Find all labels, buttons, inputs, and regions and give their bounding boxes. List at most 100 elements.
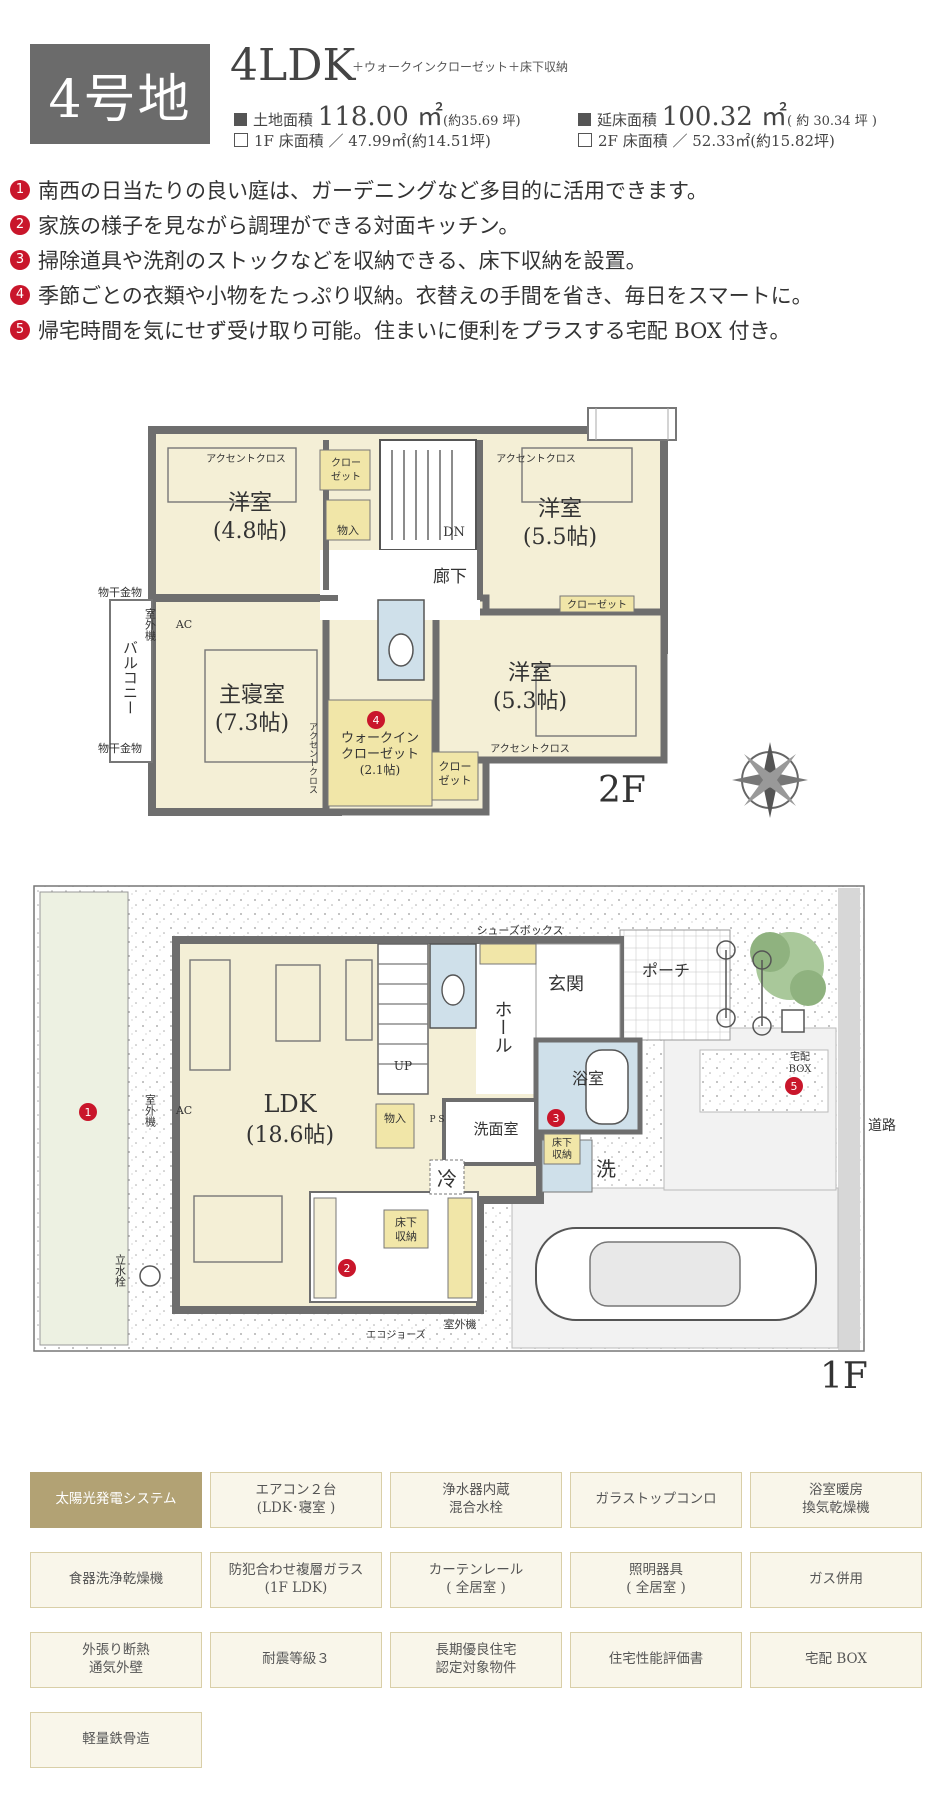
room-size: (4.8帖): [213, 519, 287, 544]
room-label: 廊下: [433, 567, 467, 587]
feature-item: 耐震等級３: [210, 1632, 382, 1688]
plan-extra: ＋ウォークインクローゼット＋床下収納: [352, 60, 569, 74]
svg-text:ゼット: ゼット: [439, 774, 472, 787]
road-label: 道路: [868, 1118, 896, 1134]
svg-text:収納: 収納: [552, 1148, 572, 1161]
svg-text:物入: 物入: [337, 523, 359, 537]
room-label: ウォークイン: [341, 731, 419, 746]
filled-square-icon: [578, 113, 591, 126]
feature-item: 防犯合わせ複層ガラス (1F LDK): [210, 1552, 382, 1608]
svg-text:1: 1: [85, 1106, 92, 1119]
svg-text:収納: 収納: [395, 1230, 417, 1243]
svg-text:シューズボックス: シューズボックス: [476, 923, 563, 937]
square-icon: [234, 133, 248, 147]
svg-text:物干金物: 物干金物: [98, 741, 142, 755]
svg-text:床下: 床下: [395, 1215, 417, 1229]
svg-text:アクセントクロス: アクセントクロス: [490, 743, 570, 755]
room-label: ポーチ: [642, 961, 690, 980]
room-label: クローゼット: [341, 747, 419, 762]
feature-item: 浄水器内蔵 混合水栓: [390, 1472, 562, 1528]
room-label: LDK: [263, 1090, 317, 1118]
floor-label-1f: 1F: [820, 1356, 868, 1397]
square-icon: [578, 133, 592, 147]
svg-text:アクセントクロス: アクセントクロス: [496, 453, 576, 465]
compass-icon: [732, 742, 808, 818]
feature-item: エアコン２台 (LDK･寝室 ): [210, 1472, 382, 1528]
svg-text:2: 2: [344, 1262, 351, 1275]
svg-text:物干金物: 物干金物: [98, 585, 142, 599]
svg-text:アクセントクロス: アクセントクロス: [206, 453, 286, 465]
total-floor-area: 延床面積 100.32 ㎡( 約 30.34 坪 ): [578, 96, 877, 133]
room-label: 洗面室: [473, 1120, 518, 1138]
land-area: 土地面積 118.00 ㎡(約35.69 坪): [234, 96, 521, 133]
second-floor-area: 2F 床面積 ／ 52.33㎡(約15.82坪): [578, 130, 835, 151]
second-floor-plan: [109, 407, 808, 818]
svg-text:宅配: 宅配: [790, 1050, 810, 1063]
first-floor-area: 1F 床面積 ／ 47.99㎡(約14.51坪): [234, 130, 491, 151]
svg-text:AC: AC: [175, 1104, 192, 1117]
lot-number-badge: 4号地: [30, 44, 210, 144]
room-label: 玄関: [548, 974, 584, 995]
stair-label: DN: [443, 525, 465, 540]
room-label: 洋室: [228, 491, 272, 516]
svg-text:クロー: クロー: [331, 457, 361, 469]
svg-text:4: 4: [373, 714, 380, 727]
svg-text:AC: AC: [175, 618, 192, 631]
svg-text:3: 3: [553, 1112, 560, 1125]
room-label: 浴室: [572, 1069, 604, 1088]
feature-item: カーテンレール ( 全居室 ): [390, 1552, 562, 1608]
room-size: (5.3帖): [493, 689, 567, 714]
room-label: 主寝室: [219, 683, 285, 708]
svg-text:クローゼット: クローゼット: [567, 599, 627, 611]
room-label: (5.5帖): [523, 525, 597, 550]
feature-item: 食器洗浄乾燥機: [30, 1552, 202, 1608]
feature-item: 長期優良住宅 認定対象物件: [390, 1632, 562, 1688]
feature-item: ガス併用: [750, 1552, 922, 1608]
feature-item: 浴室暖房 換気乾燥機: [750, 1472, 922, 1528]
room-label: 洋室: [538, 497, 582, 522]
first-floor-plan: [33, 885, 865, 1352]
svg-text:立水栓: 立水栓: [114, 1253, 127, 1288]
room-size: (7.3帖): [215, 711, 289, 736]
feature-item: 宅配 BOX: [750, 1632, 922, 1688]
svg-text:室外機: 室外機: [144, 607, 157, 642]
feature-item: 軽量鉄骨造: [30, 1712, 202, 1768]
floor-label-2f: 2F: [598, 770, 646, 811]
svg-text:P S: P S: [429, 1115, 444, 1125]
svg-text:BOX: BOX: [789, 1064, 813, 1075]
room-label: 冷: [437, 1167, 457, 1191]
feature-item: ガラストップコンロ: [570, 1472, 742, 1528]
svg-text:5: 5: [791, 1080, 798, 1093]
svg-text:ゼット: ゼット: [331, 471, 361, 483]
balcony-label: バルコニー: [121, 640, 139, 715]
svg-text:クロー: クロー: [439, 760, 472, 773]
room-label: 洋室: [508, 661, 552, 686]
svg-text:室外機: 室外機: [144, 1093, 157, 1128]
tree-icon: [750, 932, 826, 1006]
feature-item: 照明器具 ( 全居室 ): [570, 1552, 742, 1608]
bicycle-icon: [716, 940, 772, 1036]
svg-text:物入: 物入: [384, 1111, 406, 1125]
svg-text:エコジョーズ: エコジョーズ: [366, 1328, 426, 1341]
room-size: (18.6帖): [246, 1123, 334, 1148]
feature-item: 太陽光発電システム: [30, 1472, 202, 1528]
svg-text:室外機: 室外機: [444, 1317, 477, 1331]
svg-text:床下: 床下: [552, 1136, 572, 1149]
room-label: 洗: [596, 1157, 616, 1181]
filled-square-icon: [234, 113, 247, 126]
feature-item: 住宅性能評価書: [570, 1632, 742, 1688]
svg-text:アクセントクロス: アクセントクロス: [307, 722, 318, 794]
floor-plan-drawing: 洋室 (4.8帖) 洋室 (5.5帖) 洋室 (5.3帖) 主寝室 (7.3帖)…: [33, 407, 896, 1352]
stair-label: UP: [394, 1059, 412, 1073]
car-icon: [535, 1227, 817, 1321]
feature-item: 外張り断熱 通気外壁: [30, 1632, 202, 1688]
room-size: (2.1帖): [360, 762, 400, 777]
room-label: ホール: [492, 1000, 513, 1054]
plan-type: 4LDK: [230, 40, 356, 91]
